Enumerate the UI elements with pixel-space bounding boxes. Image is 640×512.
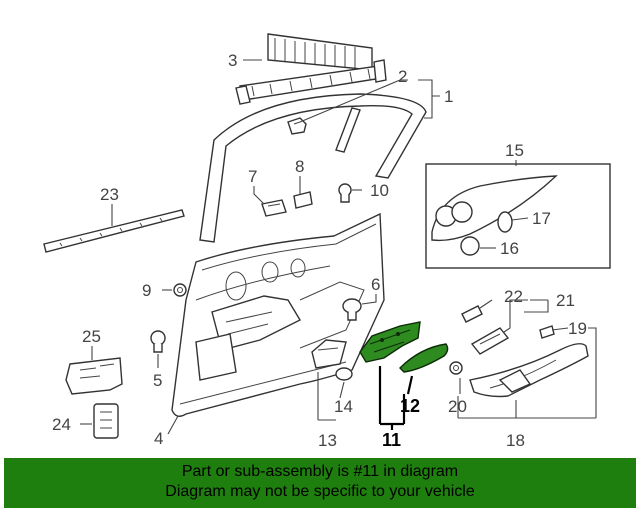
fastener-part-5 xyxy=(150,330,166,353)
armrest-trim-part-18 xyxy=(469,343,589,398)
callout-labels: 1 2 3 4 5 6 7 8 9 10 11 12 13 14 15 16 1… xyxy=(52,51,587,450)
clip-part-10 xyxy=(338,183,352,203)
cap-part-14 xyxy=(335,367,353,381)
switch-part-21 xyxy=(470,327,510,355)
callout-3: 3 xyxy=(228,51,237,70)
banner-line-1: Part or sub-assembly is #11 in diagram xyxy=(181,463,459,480)
belt-molding-part xyxy=(43,209,185,253)
callout-16: 16 xyxy=(500,239,519,258)
callout-14: 14 xyxy=(334,397,353,416)
callout-24: 24 xyxy=(52,415,71,434)
callout-13: 13 xyxy=(318,431,337,450)
callout-18: 18 xyxy=(506,431,525,450)
callout-7: 7 xyxy=(248,167,257,186)
fastener-part-6 xyxy=(342,298,362,321)
callout-5: 5 xyxy=(153,371,162,390)
callout-8: 8 xyxy=(295,157,304,176)
window-frame-trim-part xyxy=(199,93,427,243)
clip-part-22 xyxy=(461,305,483,323)
callout-12: 12 xyxy=(400,396,420,416)
callout-6: 6 xyxy=(371,275,380,294)
sunshade-part xyxy=(235,33,387,105)
callout-9: 9 xyxy=(142,281,151,300)
callout-10: 10 xyxy=(370,181,389,200)
callout-25: 25 xyxy=(82,327,101,346)
parts-diagram: 1 2 3 4 5 6 7 8 9 10 11 12 13 14 15 16 1… xyxy=(43,33,611,450)
callout-22: 22 xyxy=(504,287,523,306)
callout-15: 15 xyxy=(505,141,524,160)
info-banner: Part or sub-assembly is #11 in diagram D… xyxy=(4,458,636,508)
leader-lines xyxy=(80,59,597,435)
trim-insert-box xyxy=(425,163,611,269)
callout-21: 21 xyxy=(556,291,575,310)
callout-23: 23 xyxy=(100,185,119,204)
armrest-bracket-part-11 xyxy=(359,321,421,363)
clip-part-2 xyxy=(287,117,307,135)
screw-part-19 xyxy=(539,325,555,339)
callout-4: 4 xyxy=(154,429,163,448)
switch-part-24 xyxy=(93,403,119,439)
callout-2: 2 xyxy=(398,67,407,86)
fastener-part-9 xyxy=(173,283,187,297)
clip-part-20 xyxy=(449,361,463,375)
callout-19: 19 xyxy=(568,319,587,338)
callout-11: 11 xyxy=(382,430,401,450)
banner-line-2: Diagram may not be specific to your vehi… xyxy=(165,483,475,500)
callout-17: 17 xyxy=(532,209,551,228)
clip-part-8 xyxy=(293,191,313,209)
pull-handle-part-13 xyxy=(311,339,347,369)
callout-1: 1 xyxy=(444,87,453,106)
window-switch-part-25 xyxy=(65,357,123,395)
callout-20: 20 xyxy=(448,397,467,416)
clip-part-7 xyxy=(261,199,287,217)
grip-insert-part-12 xyxy=(399,343,449,373)
